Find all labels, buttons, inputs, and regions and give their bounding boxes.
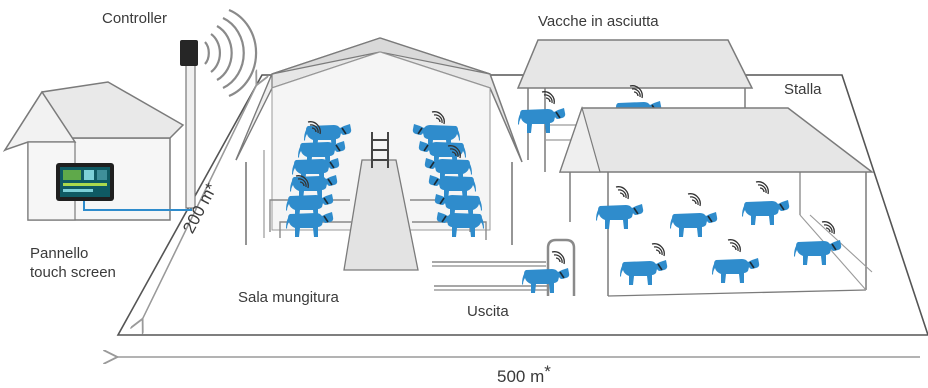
dry-cows-label: Vacche in asciutta [538,13,659,31]
panel-label-line2: touch screen [30,264,116,282]
milking-parlor-label: Sala mungitura [238,289,339,307]
width-asterisk: * [544,362,551,381]
touch-panel-icon [56,163,114,201]
exit-label: Uscita [467,303,509,321]
barn-label: Stalla [784,81,822,99]
width-value: 500 m [497,367,544,386]
width-dimension-label: 500 m* [497,368,551,386]
panel-label-line1: Pannello [30,245,88,263]
controller-label: Controller [102,10,167,28]
wifi-signal-icon [205,10,256,96]
